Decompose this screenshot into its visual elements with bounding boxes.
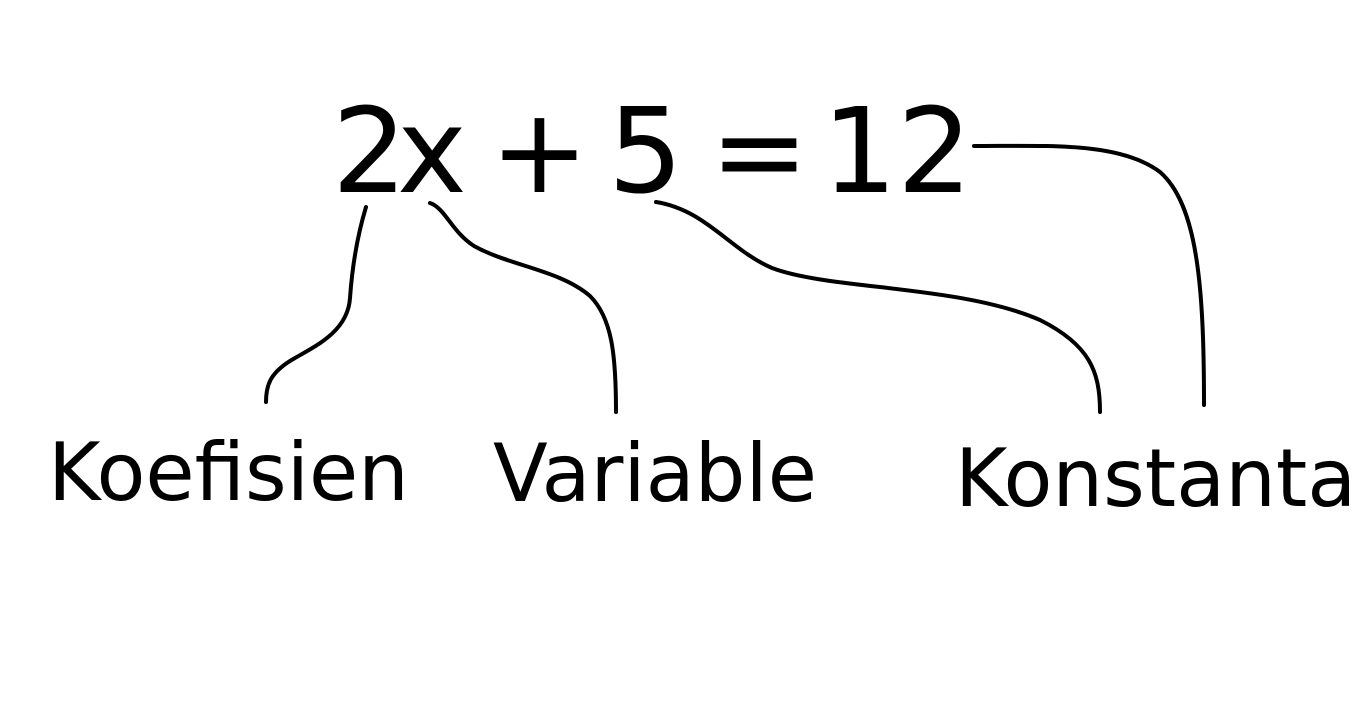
connector-constant-right (972, 143, 1206, 407)
equation: 2 x + 5 = 12 (332, 82, 972, 220)
label-coefficient: Koefisien (48, 426, 409, 519)
equation-constant-left: 5 (608, 82, 683, 220)
equation-constant-right: 12 (822, 82, 972, 220)
equation-variable: x (397, 82, 467, 220)
connectors (264, 143, 1206, 414)
connector-coefficient (264, 205, 368, 404)
label-constant: Konstanta (955, 432, 1356, 525)
connector-variable (428, 201, 618, 414)
label-variable: Variable (493, 427, 817, 520)
equation-coefficient: 2 (332, 82, 407, 220)
labels: Koefisien Variable Konstanta (48, 426, 1356, 525)
equation-plus-sign: + (490, 82, 589, 220)
connector-constant-left (654, 200, 1102, 414)
equation-equals-sign: = (710, 82, 809, 220)
